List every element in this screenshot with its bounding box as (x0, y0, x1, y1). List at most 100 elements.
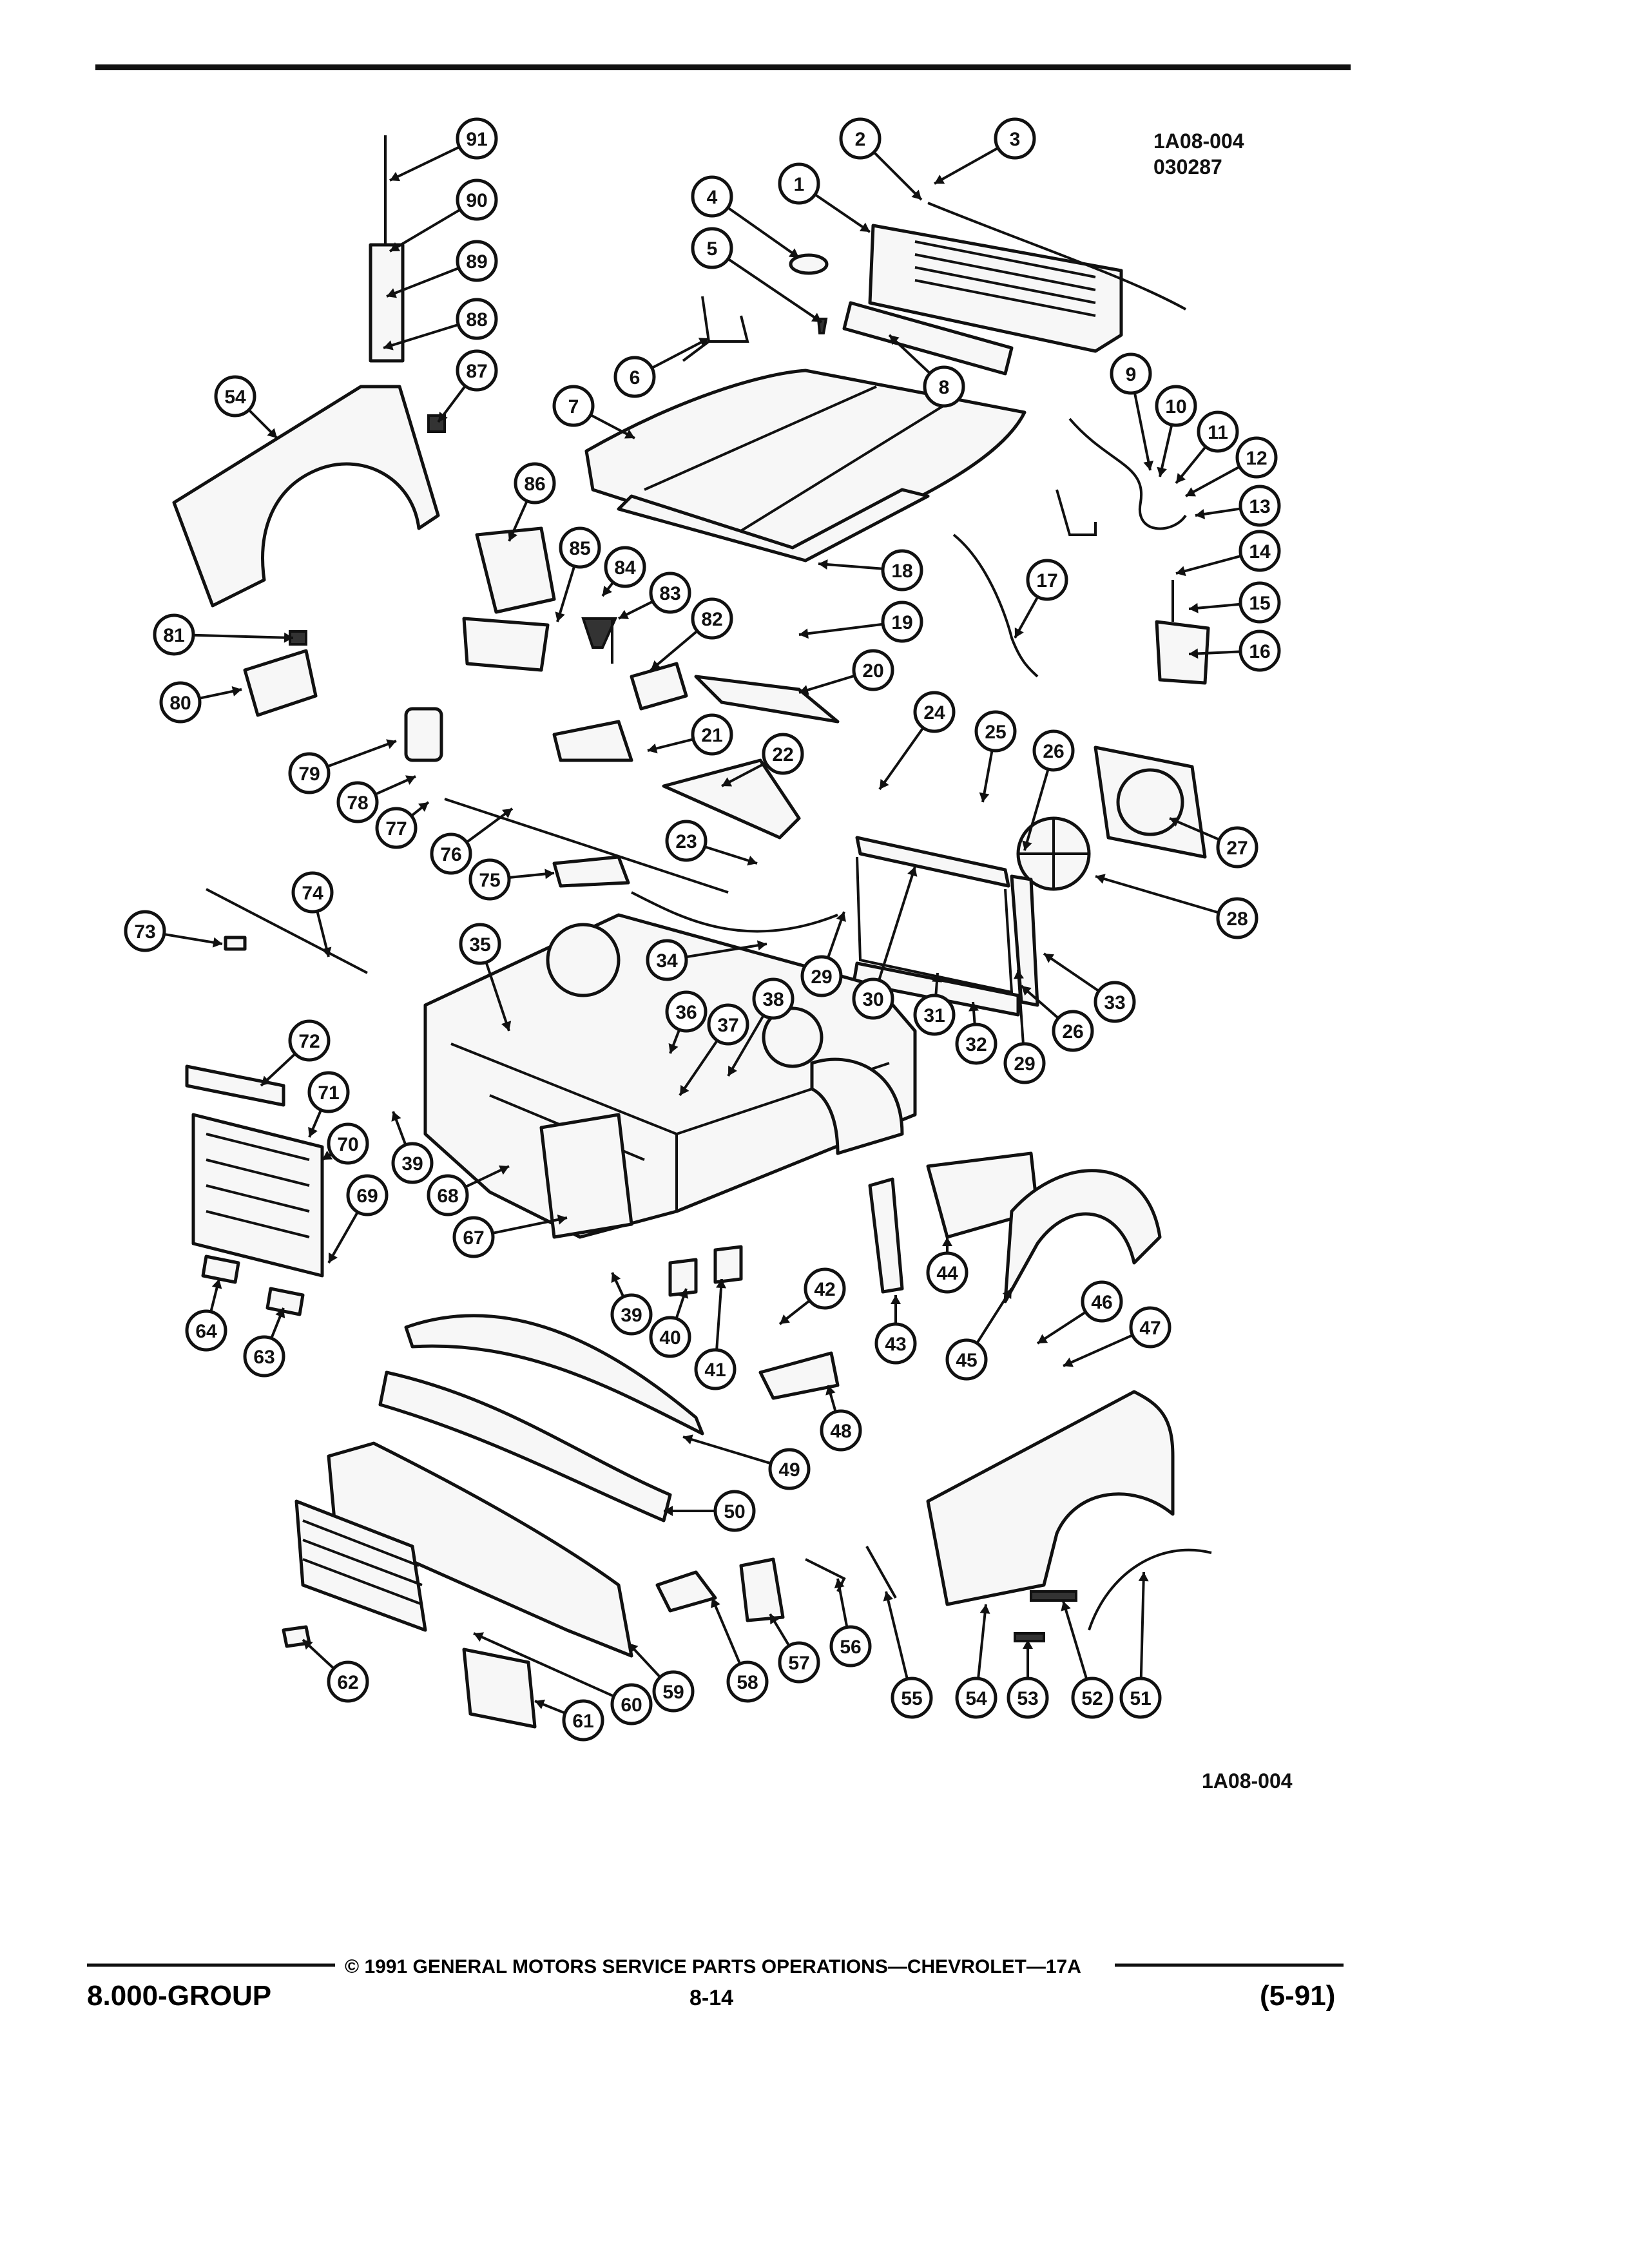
cowl-weatherstrip (927, 202, 1186, 311)
hood-bumper-pad (789, 253, 829, 275)
cable-34 (631, 891, 838, 933)
callout-leader-41 (715, 1278, 723, 1350)
callout-circle-29 (800, 955, 843, 997)
callout-circle-26 (1032, 729, 1075, 772)
bumper-fascia-upper (378, 1370, 672, 1523)
callout-arrow-18 (818, 559, 828, 570)
bracket-40 (668, 1258, 698, 1297)
callout-number-59: 59 (662, 1682, 684, 1703)
callout-arrow-82 (651, 660, 661, 670)
callout-arrow-48 (825, 1385, 836, 1396)
callout-arrow-22 (722, 777, 733, 787)
callout-number-49: 49 (778, 1459, 800, 1481)
inner-fender-liner (1003, 1169, 1162, 1303)
top-rule (95, 64, 1351, 70)
callout-number-33: 33 (1104, 992, 1125, 1014)
callout-number-20: 20 (862, 660, 883, 682)
callout-leader-30 (878, 866, 916, 981)
cowl-panel (842, 301, 1014, 376)
callout-number-39: 39 (401, 1153, 423, 1175)
callout-arrow-20 (799, 685, 809, 695)
callout-number-54: 54 (965, 1688, 987, 1709)
callout-circle-91 (456, 117, 498, 160)
callout-arrow-1 (859, 222, 870, 232)
callout-circle-61 (562, 1699, 604, 1742)
callout-leader-9 (1133, 392, 1152, 471)
fan-blades (1018, 818, 1089, 889)
callout-number-43: 43 (885, 1334, 906, 1355)
footer-revision: (5-91) (1260, 1980, 1335, 2012)
callout-number-51: 51 (1130, 1688, 1151, 1709)
callout-number-3: 3 (1010, 129, 1021, 150)
callout-arrow-83 (619, 610, 630, 619)
callout-circle-29b (1003, 1042, 1046, 1084)
callout-circle-73 (124, 910, 166, 952)
callout-arrow-26b (1021, 986, 1032, 996)
callout-leader-49 (682, 1436, 771, 1465)
callout-number-61: 61 (572, 1711, 593, 1732)
callout-number-2: 2 (855, 129, 866, 150)
callout-circle-84 (604, 546, 646, 588)
callout-circle-45 (945, 1338, 988, 1381)
callout-arrow-67 (557, 1215, 567, 1225)
callout-arrow-55 (883, 1591, 894, 1602)
callout-leader-88 (383, 323, 459, 349)
callout-number-81: 81 (163, 625, 184, 646)
callout-number-77: 77 (385, 818, 407, 840)
callout-circle-19 (881, 601, 923, 643)
bracket-22 (662, 758, 801, 840)
callout-circle-1 (778, 162, 820, 205)
callout-leader-19 (798, 622, 883, 636)
callout-number-36: 36 (675, 1002, 697, 1023)
callout-circle-81 (153, 613, 195, 656)
callout-number-15: 15 (1249, 593, 1270, 614)
callout-arrow-39 (391, 1111, 401, 1122)
radiator-support (539, 1113, 633, 1239)
callout-leader-2 (872, 151, 923, 201)
callout-number-74: 74 (302, 883, 323, 904)
callout-number-44: 44 (936, 1263, 958, 1284)
bumper-reinforcement (404, 1314, 704, 1436)
callout-arrow-51 (1138, 1572, 1149, 1582)
radiator-grille (294, 1499, 427, 1632)
callout-circle-51 (1119, 1677, 1162, 1719)
callout-arrow-81 (284, 632, 293, 643)
callout-leader-90 (389, 208, 461, 253)
callout-arrow-43 (891, 1295, 901, 1304)
callout-number-28: 28 (1226, 908, 1248, 930)
callout-number-21: 21 (701, 725, 722, 746)
emblem-52 (1030, 1590, 1077, 1602)
callout-arrow-5 (811, 312, 822, 322)
callout-arrow-17 (1014, 627, 1024, 638)
callout-arrow-36 (668, 1043, 679, 1053)
callout-leader-24 (878, 727, 925, 791)
callout-arrow-69 (329, 1252, 338, 1263)
callout-number-10: 10 (1165, 396, 1186, 418)
callout-number-78: 78 (347, 793, 368, 814)
callout-number-31: 31 (923, 1005, 945, 1026)
radiator-upper-bracket (185, 1064, 285, 1107)
bump-stop (581, 617, 618, 649)
callout-arrow-21 (648, 743, 658, 754)
callout-number-13: 13 (1249, 496, 1270, 517)
callout-circle-87 (456, 349, 498, 392)
callout-circle-26b (1052, 1010, 1094, 1052)
callout-arrow-47 (1063, 1358, 1074, 1367)
callout-number-67: 67 (463, 1227, 484, 1249)
callout-circle-80 (159, 681, 202, 724)
callout-number-54b: 54 (224, 387, 246, 408)
callout-arrow-80 (231, 686, 242, 697)
callout-circle-18 (881, 549, 923, 591)
callout-circle-24 (913, 691, 956, 733)
callout-number-47: 47 (1139, 1318, 1161, 1339)
hood-release-cable (952, 533, 1039, 678)
callout-number-12: 12 (1246, 448, 1267, 469)
callout-arrow-90 (390, 242, 401, 251)
callout-arrow-53 (1023, 1640, 1033, 1649)
callout-number-79: 79 (298, 764, 320, 785)
footer-page-number: 8-14 (689, 1986, 733, 2010)
callout-arrow-19 (799, 628, 809, 639)
bracket-21 (552, 720, 633, 762)
wheel-opening-molding (1088, 1548, 1212, 1631)
callout-number-27: 27 (1226, 838, 1248, 859)
